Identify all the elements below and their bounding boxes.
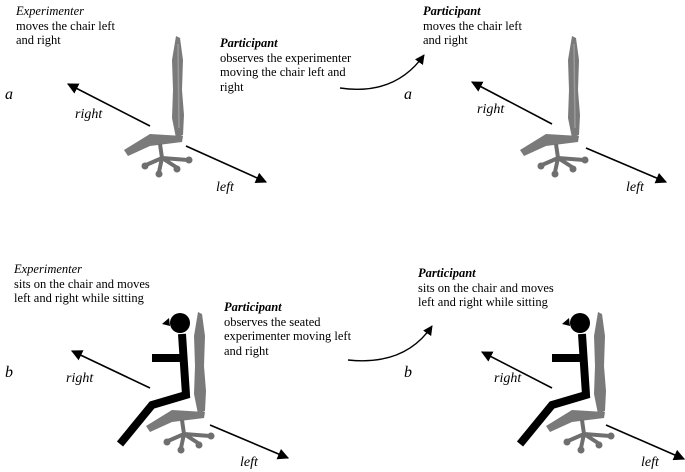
right-label-a-right: right bbox=[477, 102, 505, 117]
desc-line: and right bbox=[423, 33, 468, 47]
desc-line: moves the chair left bbox=[423, 18, 522, 33]
row-label-a-right: a bbox=[404, 86, 412, 103]
experimenter-text-a: Experimenter moves the chair left and ri… bbox=[16, 4, 115, 48]
desc-line: observes the seated bbox=[224, 314, 321, 329]
seated-chair-b-left bbox=[146, 312, 215, 454]
direction-arrows-b-left bbox=[70, 350, 290, 460]
direction-arrows-a-right bbox=[471, 81, 668, 184]
participant-title-b-middle: Participant bbox=[224, 300, 282, 314]
desc-line: right bbox=[220, 79, 244, 94]
participant-text-a-right: Participant moves the chair left and rig… bbox=[423, 4, 522, 48]
participant-title-a-middle: Participant bbox=[220, 36, 278, 50]
left-label-a-left: left bbox=[216, 180, 234, 195]
desc-line: moves the chair left bbox=[16, 18, 115, 33]
desc-line: and right bbox=[224, 343, 269, 358]
participant-figure-b bbox=[516, 313, 591, 447]
left-label-b-left: left bbox=[240, 455, 258, 470]
experimenter-title-a: Experimenter bbox=[16, 4, 85, 18]
experimenter-text-b: Experimenter sits on the chair and moves… bbox=[14, 262, 150, 306]
participant-title-b-right: Participant bbox=[418, 266, 476, 280]
curved-arrow-b bbox=[347, 325, 433, 362]
left-label-a-right: left bbox=[626, 180, 644, 195]
desc-line: moving the chair left and bbox=[220, 65, 346, 79]
desc-line: sits on the chair and moves bbox=[14, 276, 150, 291]
chair-a-right bbox=[520, 36, 589, 178]
desc-line: left and right while sitting bbox=[418, 295, 548, 309]
desc-line: and right bbox=[16, 33, 61, 47]
experimenter-figure-b bbox=[116, 313, 191, 447]
participant-title-a-right: Participant bbox=[423, 4, 481, 18]
desc-line: experimenter moving left bbox=[224, 329, 352, 343]
participant-text-b-right: Participant sits on the chair and moves … bbox=[418, 266, 554, 310]
desc-line: sits on the chair and moves bbox=[418, 280, 554, 295]
participant-observer-text-b: Participant observes the seated experime… bbox=[224, 300, 351, 358]
right-label-b-left: right bbox=[66, 371, 94, 386]
left-label-b-right: left bbox=[641, 455, 659, 470]
right-label-a-left: right bbox=[75, 107, 103, 122]
row-label-b-left: b bbox=[5, 364, 13, 381]
row-label-a-left: a bbox=[5, 86, 13, 103]
desc-line: left and right while sitting bbox=[14, 291, 144, 305]
participant-observer-text-a: Participant observes the experimenter mo… bbox=[220, 36, 351, 94]
curved-arrow-a bbox=[339, 54, 425, 90]
chair-a-left bbox=[124, 36, 193, 178]
experimenter-title-b: Experimenter bbox=[14, 262, 83, 276]
seated-chair-b-right bbox=[546, 312, 615, 454]
direction-arrows-b-right bbox=[481, 351, 685, 461]
direction-arrows-a-left bbox=[67, 83, 268, 183]
desc-line: observes the experimenter bbox=[220, 50, 352, 65]
right-label-b-right: right bbox=[494, 371, 522, 386]
row-label-b-right: b bbox=[404, 364, 412, 381]
